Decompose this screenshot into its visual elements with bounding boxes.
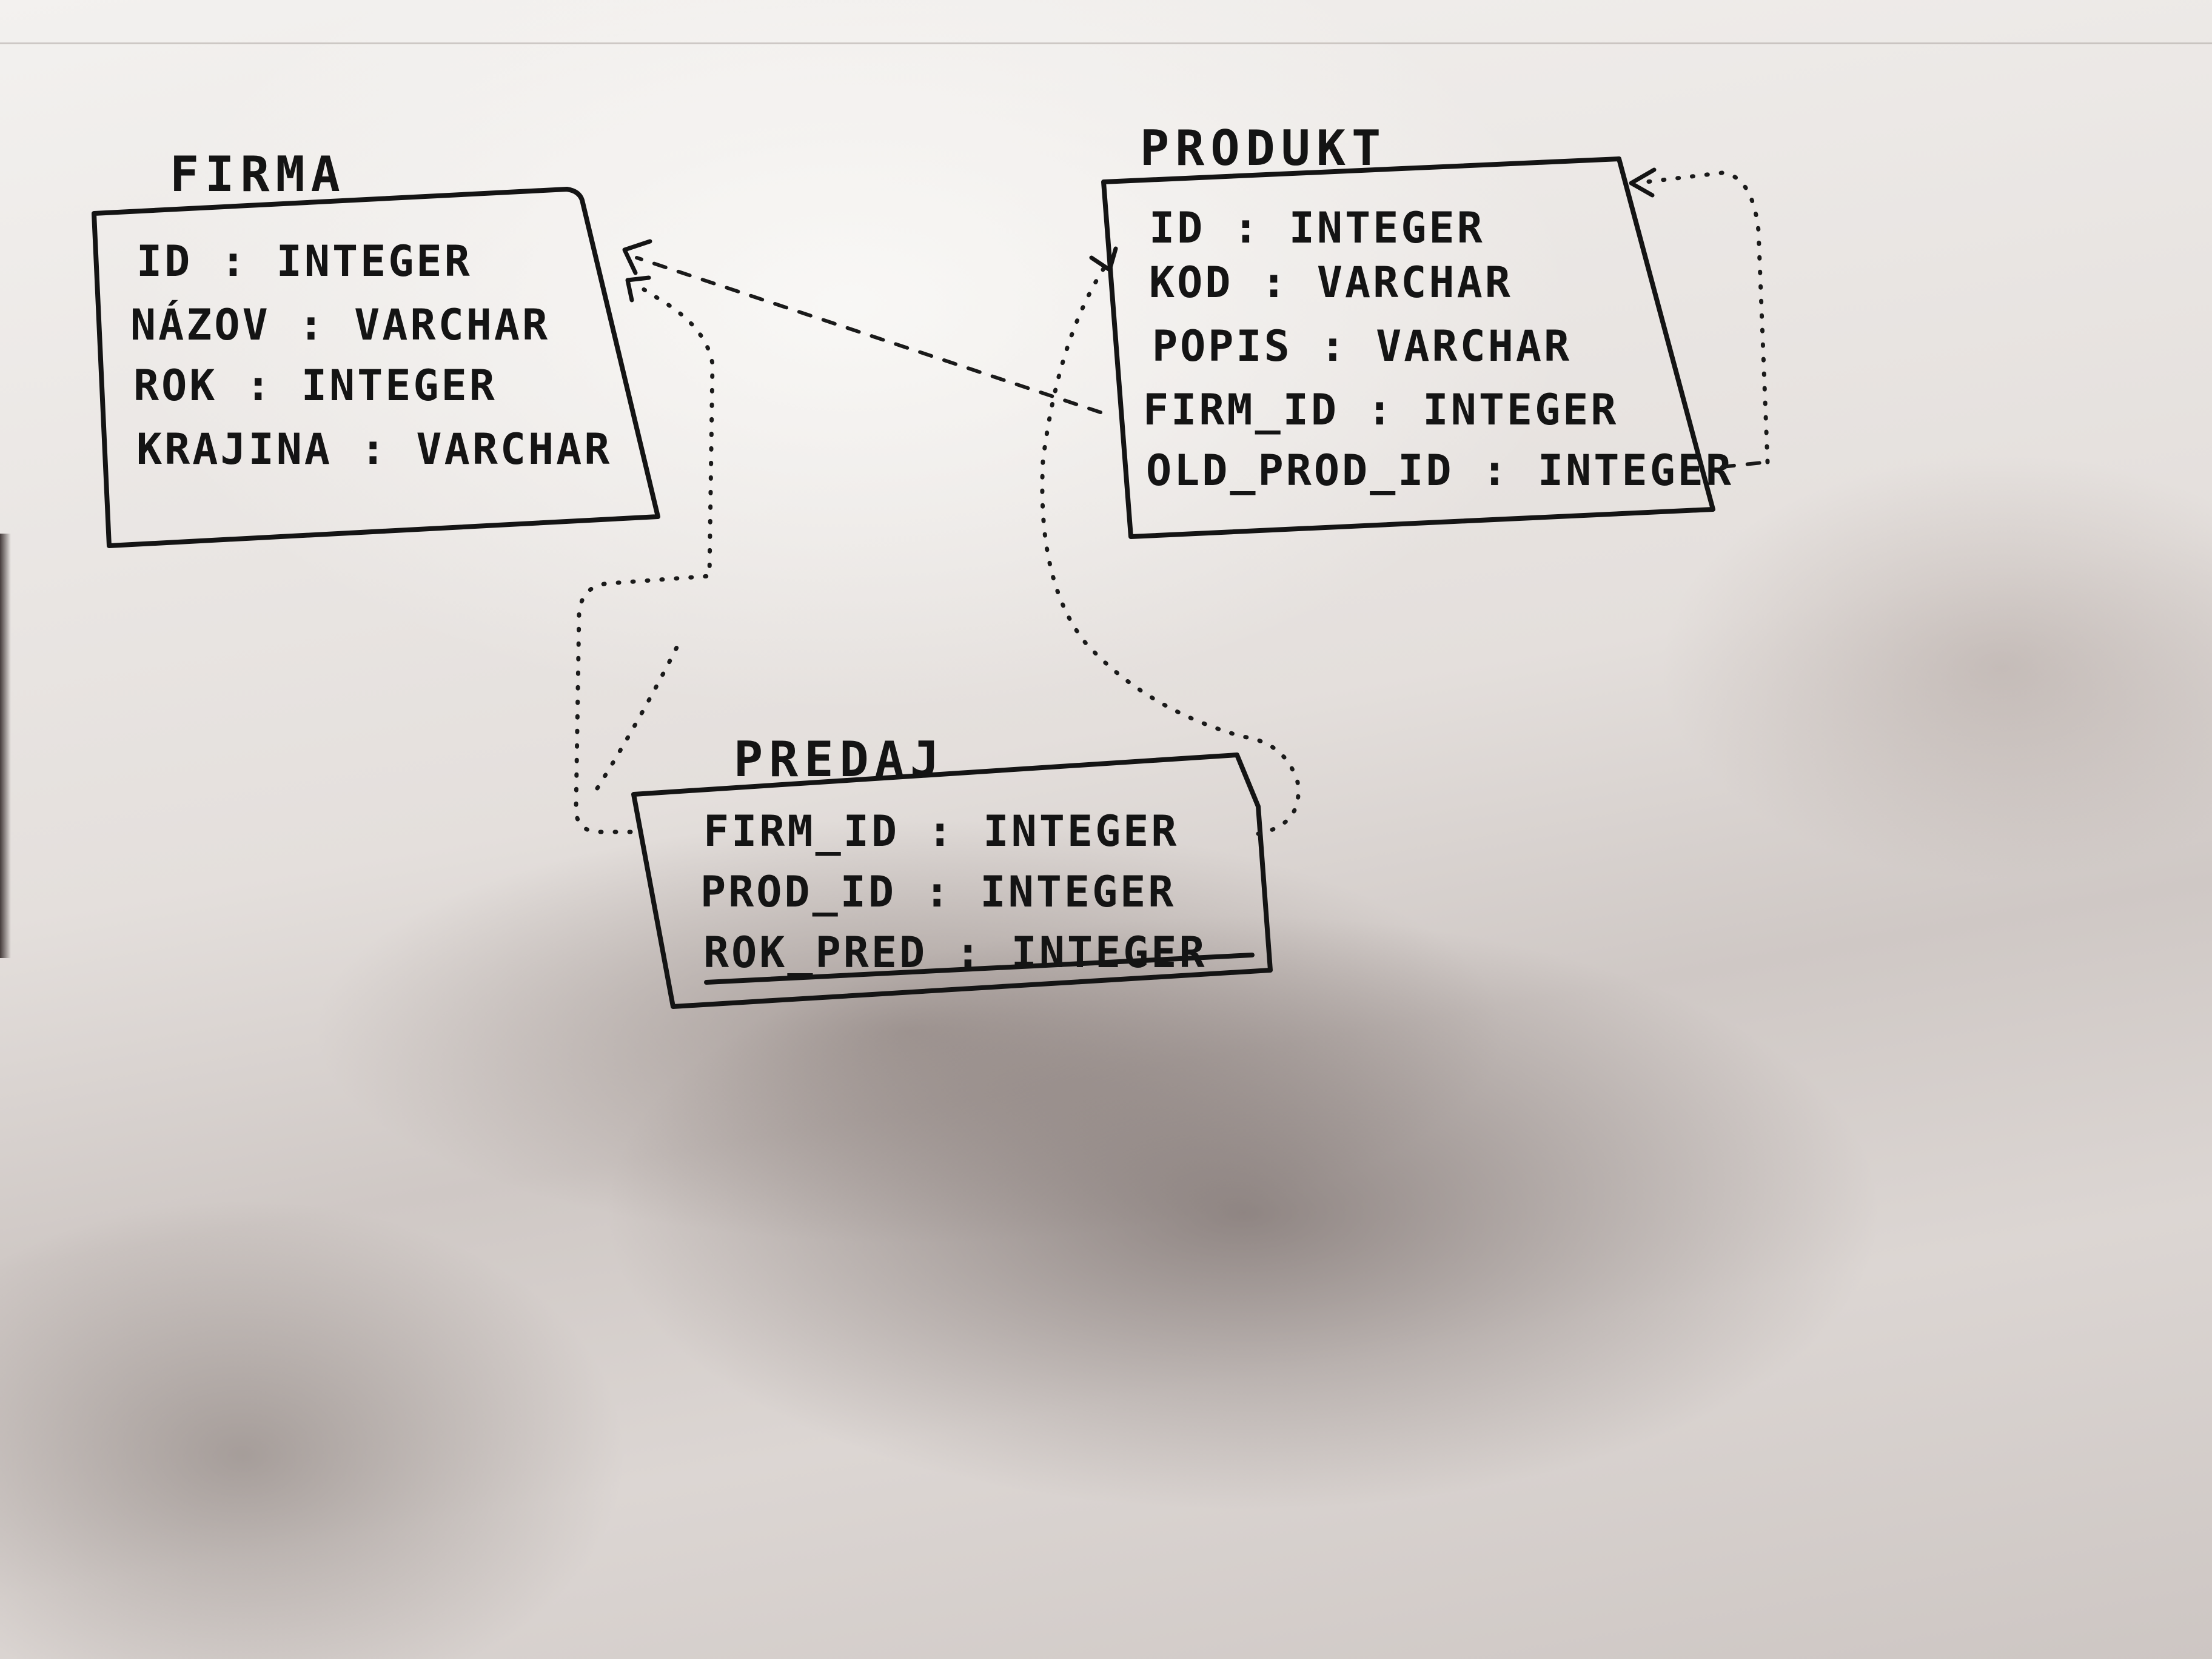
attribute-row: FIRM_ID : INTEGER: [1143, 385, 1618, 435]
entity-firma: FIRMA ID : INTEGER NÁZOV : VARCHAR ROK :…: [92, 146, 660, 548]
attribute-row: FIRM_ID : INTEGER: [703, 806, 1179, 856]
relation-line: [595, 634, 685, 791]
underline: [704, 953, 1255, 985]
relation-line: [1040, 264, 1301, 836]
attribute-row: PROD_ID : INTEGER: [700, 867, 1176, 917]
attribute-row: ROK : INTEGER: [133, 361, 497, 411]
attribute-row: OLD_PROD_ID : INTEGER: [1146, 446, 1734, 495]
attribute-row: KOD : VARCHAR: [1149, 258, 1513, 307]
relation-produkt-self: [1629, 167, 1770, 469]
entity-box: [92, 187, 660, 548]
relation-predaj-produkt: [1040, 246, 1301, 836]
relation-line: [1720, 460, 1769, 469]
relation-produkt-firma: [622, 239, 1102, 414]
relation-predaj-firma: [574, 275, 715, 834]
arrow-head: [622, 239, 652, 275]
entity-produkt: PRODUKT ID : INTEGER KOD : VARCHAR POPIS…: [1101, 120, 1734, 539]
entity-box: [631, 752, 1273, 1009]
attribute-row: ID : INTEGER: [136, 236, 472, 286]
entity-predaj: PREDAJ FIRM_ID : INTEGER PROD_ID : INTEG…: [631, 731, 1273, 1009]
arrow-head: [1629, 167, 1657, 198]
arrow-head: [625, 275, 651, 303]
entity-title: FIRMA: [170, 146, 346, 203]
relation-line: [635, 256, 1102, 414]
attribute-row: ID : INTEGER: [1149, 203, 1485, 253]
attribute-row: POPIS : VARCHAR: [1152, 321, 1572, 371]
entity-box: [1101, 156, 1715, 539]
page-edge: [0, 42, 2212, 44]
attribute-row: KRAJINA : VARCHAR: [136, 424, 612, 474]
relation-line: [1644, 170, 1770, 464]
edge-shadow: [0, 534, 11, 958]
relation-line: [574, 283, 715, 834]
entity-title: PRODUKT: [1140, 120, 1387, 176]
attribute-row: NÁZOV : VARCHAR: [130, 300, 550, 350]
arrow-head: [1089, 246, 1118, 272]
